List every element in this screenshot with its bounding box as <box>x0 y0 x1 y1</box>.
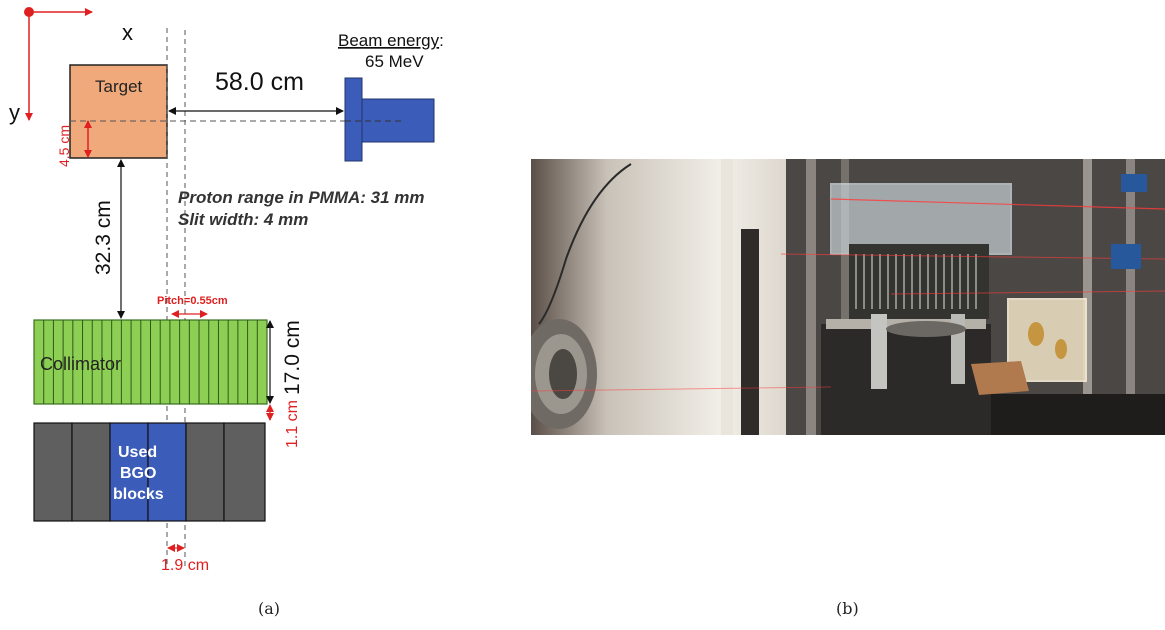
beam-distance-label: 58.0 cm <box>215 68 304 96</box>
setup-photo-image <box>531 159 1165 435</box>
bgo-offset-label: 1.9 cm <box>161 557 209 574</box>
bgo-block <box>185 422 225 522</box>
bgo-block <box>33 422 73 522</box>
collimator: Collimator <box>33 319 268 405</box>
target-depth-label: 4.5 cm <box>56 125 72 167</box>
collimator-height-label: 17.0 cm <box>281 320 304 395</box>
target-collimator-gap-label: 32.3 cm <box>92 200 115 275</box>
bgo-block <box>71 422 111 522</box>
pitch-label: Pitch=0.55cm <box>157 295 228 307</box>
caption-b: (b) <box>836 599 859 618</box>
coordinate-axes: x y <box>9 7 133 125</box>
beam-nozzle-flange <box>344 77 363 162</box>
collimator-label: Collimator <box>40 354 121 374</box>
collimator-gap-label: 1.1 cm <box>284 400 301 448</box>
bgo-detector: Used BGO blocks <box>33 422 266 522</box>
target: Target 4.5 cm <box>56 64 168 167</box>
proton-range-note: Proton range in PMMA: 31 mm <box>178 188 425 207</box>
used-bgo-label-line3: blocks <box>113 486 164 503</box>
beam-energy-title: Beam energy: <box>338 31 444 50</box>
beam-nozzle <box>344 77 435 162</box>
slit-width-note: Slit width: 4 mm <box>178 210 308 229</box>
caption-a: (a) <box>258 599 281 618</box>
collimator-slats <box>43 320 258 404</box>
beam-energy-value: 65 MeV <box>365 52 424 71</box>
y-axis-label: y <box>9 100 20 125</box>
bgo-block <box>223 422 266 522</box>
x-axis-label: x <box>122 20 133 45</box>
beam-nozzle-body <box>361 98 435 143</box>
target-label: Target <box>95 77 143 96</box>
bgo-block-used <box>147 422 187 522</box>
bgo-block-used <box>109 422 149 522</box>
used-bgo-label-line1: Used <box>118 444 157 461</box>
used-bgo-label-line2: BGO <box>120 465 156 482</box>
setup-photo <box>531 159 1165 435</box>
